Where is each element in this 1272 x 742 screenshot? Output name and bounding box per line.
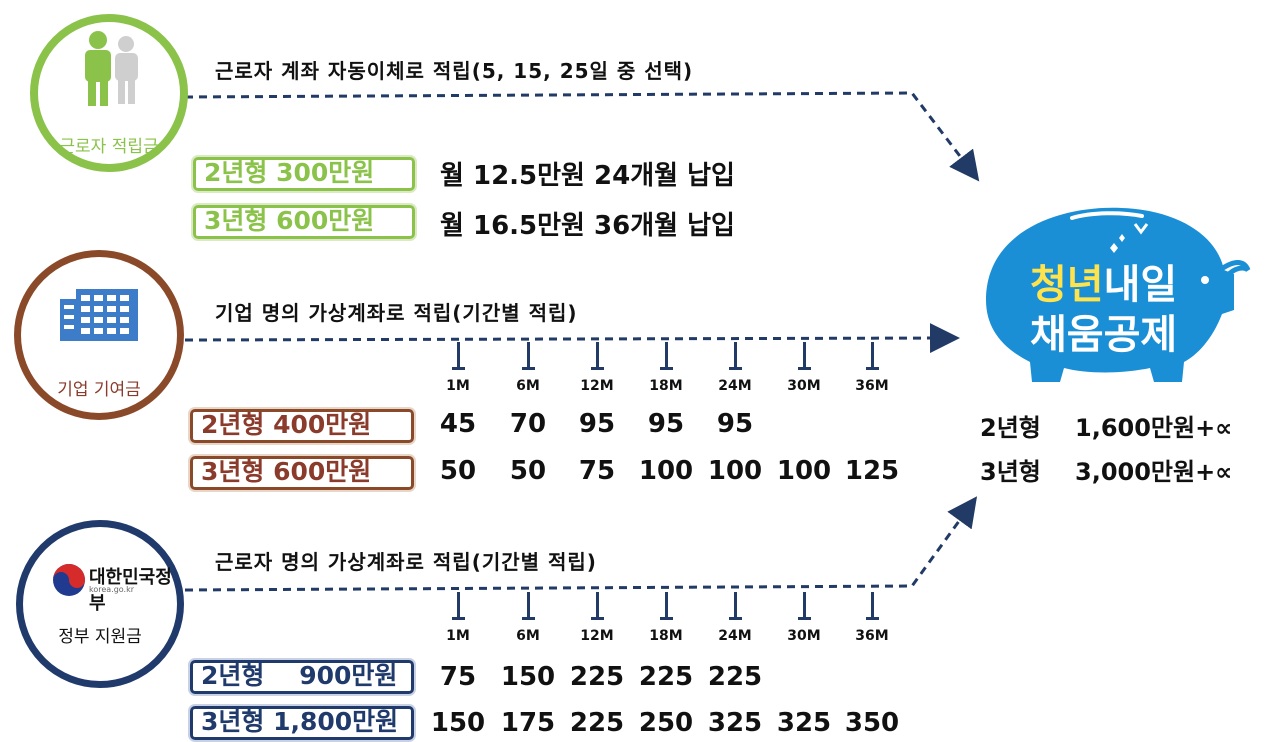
government-logo-sub: korea.go.kr — [89, 585, 135, 594]
total-3y-type: 3년형 — [980, 458, 1041, 486]
timeline-tick — [522, 592, 535, 620]
worker-plan-3y: 3년형 600만원 — [193, 205, 415, 239]
contribution-value: 250 — [638, 708, 694, 738]
month-label: 30M — [787, 628, 821, 644]
timeline-tick — [798, 592, 811, 620]
month-label: 24M — [718, 628, 752, 644]
company-plan-2y: 2년형 400만원 — [190, 409, 414, 443]
timeline-tick — [729, 342, 742, 370]
piggy-bank-icon — [986, 207, 1251, 382]
month-label: 18M — [649, 628, 683, 644]
contribution-value: 100 — [707, 456, 763, 486]
government-circle: 대한민국정부 korea.go.kr 정부 지원금 — [16, 520, 184, 688]
piggy-title-youth: 청년 — [1030, 262, 1104, 308]
people-icon — [85, 31, 138, 106]
timeline-tick — [591, 342, 604, 370]
company-title: 기업 명의 가상계좌로 적립(기간별 적립) — [215, 301, 578, 325]
contribution-value: 325 — [707, 708, 763, 738]
timeline-tick — [591, 592, 604, 620]
contribution-value: 75 — [578, 456, 616, 486]
total-2y-amount: 1,600만원+∝ — [1075, 414, 1233, 442]
month-label: 30M — [787, 378, 821, 394]
piggy-title-tomorrow: 내일 — [1103, 262, 1178, 308]
contribution-value: 50 — [439, 456, 477, 486]
timeline-tick — [522, 342, 535, 370]
worker-circle: 근로자 적립금 — [30, 14, 188, 172]
contribution-value: 150 — [500, 662, 556, 692]
company-circle: 기업 기여금 — [14, 250, 184, 420]
timeline-tick — [660, 342, 673, 370]
timeline-tick — [729, 592, 742, 620]
worker-plan-2y: 2년형 300만원 — [193, 157, 415, 191]
building-icon — [60, 289, 138, 341]
contribution-value: 50 — [509, 456, 547, 486]
month-label: 36M — [855, 628, 889, 644]
contribution-value: 75 — [439, 662, 477, 692]
timeline-tick — [866, 342, 879, 370]
month-label: 12M — [580, 378, 614, 394]
timeline-tick — [452, 592, 465, 620]
contribution-value: 225 — [569, 708, 625, 738]
worker-title: 근로자 계좌 자동이체로 적립(5, 15, 25일 중 선택) — [215, 59, 694, 83]
contribution-value: 350 — [844, 708, 900, 738]
contribution-value: 100 — [776, 456, 832, 486]
total-2y-type: 2년형 — [980, 414, 1041, 442]
month-label: 18M — [649, 378, 683, 394]
worker-caption: 근로자 적립금 — [59, 137, 159, 157]
worker-monthly-2y: 월 12.5만원 24개월 납입 — [440, 161, 735, 191]
company-plan-3y: 3년형 600만원 — [190, 456, 414, 490]
worker-monthly-3y: 월 16.5만원 36개월 납입 — [440, 211, 735, 241]
month-label: 1M — [446, 628, 470, 644]
piggy-title-line2: 채움공제 — [1030, 312, 1178, 358]
company-caption: 기업 기여금 — [57, 380, 141, 400]
contribution-value: 325 — [776, 708, 832, 738]
contribution-value: 225 — [638, 662, 694, 692]
month-label: 6M — [516, 628, 540, 644]
timeline-tick — [660, 592, 673, 620]
contribution-value: 70 — [509, 409, 547, 439]
total-3y-amount: 3,000만원+∝ — [1075, 458, 1233, 486]
contribution-value: 225 — [707, 662, 763, 692]
contribution-value: 175 — [500, 708, 556, 738]
government-title: 근로자 명의 가상계좌로 적립(기간별 적립) — [215, 550, 597, 574]
government-plan-3y: 3년형 1,800만원 — [190, 706, 414, 740]
government-plan-2y: 2년형 900만원 — [190, 660, 414, 694]
month-label: 24M — [718, 378, 752, 394]
contribution-value: 100 — [638, 456, 694, 486]
contribution-value: 225 — [569, 662, 625, 692]
month-label: 1M — [446, 378, 470, 394]
government-arrow — [184, 496, 978, 592]
month-label: 12M — [580, 628, 614, 644]
timeline-tick — [866, 592, 879, 620]
contribution-value: 45 — [439, 409, 477, 439]
contribution-value: 95 — [578, 409, 616, 439]
company-arrow — [184, 323, 960, 354]
month-label: 36M — [855, 378, 889, 394]
government-logo-icon — [53, 564, 85, 596]
piggy-title-line1: 청년내일 — [1030, 252, 1177, 310]
government-logo-text: 대한민국정부 — [89, 567, 172, 614]
contribution-value: 150 — [430, 708, 486, 738]
month-label: 6M — [516, 378, 540, 394]
contribution-value: 95 — [647, 409, 685, 439]
contribution-value: 95 — [716, 409, 754, 439]
timeline-tick — [452, 342, 465, 370]
government-caption: 정부 지원금 — [58, 627, 142, 647]
worker-arrow — [184, 91, 980, 182]
timeline-tick — [798, 342, 811, 370]
contribution-value: 125 — [844, 456, 900, 486]
